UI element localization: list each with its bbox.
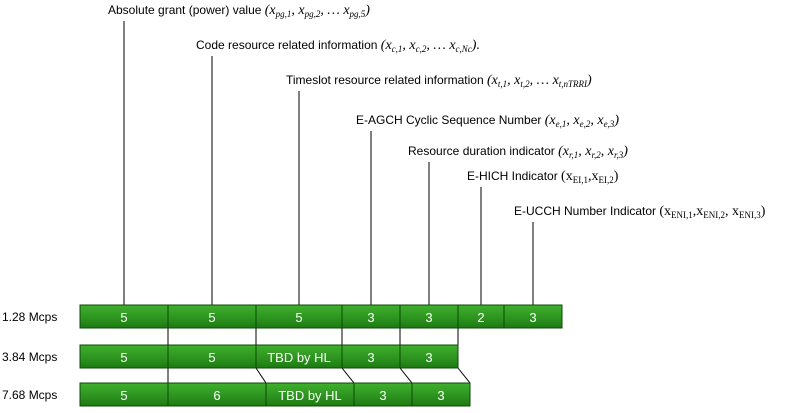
field-annotation-2: Code resource related information (xc,1,… xyxy=(196,38,480,54)
field-labels: Absolute grant (power) value (xpg,1, xpg… xyxy=(108,3,766,220)
bit-field-cell xyxy=(503,304,563,329)
bit-row-1: 1.28 Mcps 5 5 5 3 3 2 3 xyxy=(2,304,563,329)
row-connector-lines xyxy=(167,328,471,384)
connector-line xyxy=(255,367,267,384)
bit-count-label: 5 xyxy=(295,310,302,325)
connector-line xyxy=(341,367,355,384)
field-annotation-7: E-UCCH Number Indicator (xENI,1,xENI,2, … xyxy=(514,204,766,220)
bit-count-label: 5 xyxy=(120,350,127,365)
field-annotation-6: E-HICH Indicator (xEI,1,xEI,2) xyxy=(467,169,619,185)
field-annotation-5: Resource duration indicator (xr,1, xr,2,… xyxy=(408,144,628,160)
bit-count-label: 6 xyxy=(213,388,220,403)
bit-count-label: 3 xyxy=(425,350,432,365)
bit-count-label: TBD by HL xyxy=(278,388,342,403)
chip-rate-label: 3.84 Mcps xyxy=(2,350,57,364)
field-annotation-1: Absolute grant (power) value (xpg,1, xpg… xyxy=(108,3,370,19)
field-label: Resource duration indicator (xr,1, xr,2,… xyxy=(408,144,628,160)
field-label: E-UCCH Number Indicator (xENI,1,xENI,2, … xyxy=(514,204,766,220)
field-label: Absolute grant (power) value (xpg,1, xpg… xyxy=(108,3,370,19)
field-annotation-4: E-AGCH Cyclic Sequence Number (xe,1, xe,… xyxy=(356,113,619,129)
field-label: E-AGCH Cyclic Sequence Number (xe,1, xe,… xyxy=(356,113,619,129)
bit-count-label: 3 xyxy=(379,388,386,403)
bit-row-3: 7.68 Mcps 5 6 TBD by HL 3 3 xyxy=(2,382,471,407)
bit-count-label: 5 xyxy=(120,310,127,325)
chip-rate-label: 7.68 Mcps xyxy=(2,388,57,402)
bit-count-label: 3 xyxy=(529,310,536,325)
bit-count-label: 3 xyxy=(425,310,432,325)
bit-count-label: 2 xyxy=(477,310,484,325)
bit-field-cell xyxy=(411,382,471,407)
bit-count-label: 3 xyxy=(367,350,374,365)
connector-line xyxy=(457,367,471,384)
bit-count-label: 5 xyxy=(120,388,127,403)
field-annotation-3: Timeslot resource related information (x… xyxy=(286,73,592,89)
field-label: Code resource related information (xc,1,… xyxy=(196,38,480,54)
field-label: E-HICH Indicator (xEI,1,xEI,2) xyxy=(467,169,619,185)
chip-rate-label: 1.28 Mcps xyxy=(2,310,57,324)
bit-count-label: 5 xyxy=(208,310,215,325)
bit-row-2: 3.84 Mcps 5 5 TBD by HL 3 3 xyxy=(2,344,459,369)
bit-count-label: 3 xyxy=(367,310,374,325)
bit-count-label: 5 xyxy=(208,350,215,365)
bit-count-label: 3 xyxy=(437,388,444,403)
leader-lines xyxy=(123,21,534,305)
field-label: Timeslot resource related information (x… xyxy=(286,73,592,89)
connector-line xyxy=(399,367,413,384)
bit-field-cell xyxy=(399,344,459,369)
bit-count-label: TBD by HL xyxy=(267,350,331,365)
